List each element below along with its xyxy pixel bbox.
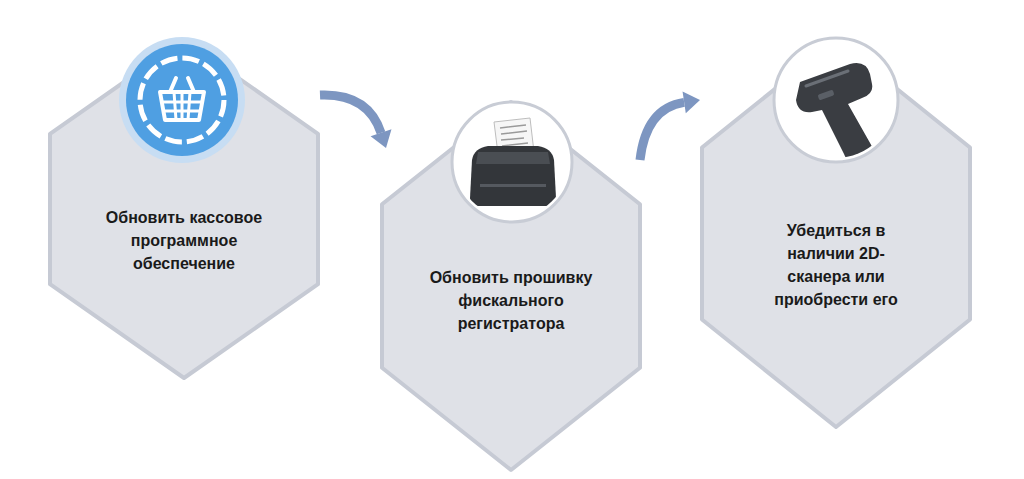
process-hexagon: Обновить прошивку фискального регистрато…	[380, 100, 642, 472]
hexagon-outline	[702, 40, 970, 427]
process-hexagon: Убедиться в наличии 2D-сканера или приоб…	[700, 38, 972, 429]
scanner-button	[817, 89, 834, 100]
step-label: Обновить кассовое программное обеспечени…	[84, 206, 284, 275]
receipt-lines	[500, 125, 528, 146]
arrow-head	[371, 129, 392, 148]
arrow-shaft	[640, 102, 684, 160]
icon-disc	[452, 102, 572, 222]
arrow-shaft	[320, 95, 381, 133]
receipt-paper	[494, 118, 534, 154]
printer-body	[470, 146, 556, 206]
hexagon-outline	[50, 40, 318, 378]
printer-lid	[476, 152, 550, 164]
arrow-head	[683, 91, 700, 113]
icon-ring	[119, 37, 245, 163]
flow-arrow	[320, 95, 391, 148]
cart-icon	[119, 37, 245, 163]
step-label: Обновить прошивку фискального регистрато…	[411, 266, 611, 335]
scanner-highlight	[806, 71, 848, 86]
hexagon-shape	[380, 100, 642, 472]
scanner-icon	[774, 38, 898, 164]
step-label: Убедиться в наличии 2D-сканера или приоб…	[766, 219, 906, 311]
hexagon-outline	[382, 102, 640, 470]
dashed-ring	[140, 58, 224, 142]
flow-arrow	[640, 91, 700, 160]
basket-handle	[170, 78, 194, 92]
icon-disc	[126, 44, 238, 156]
printer-icon	[452, 102, 572, 222]
printer-seam	[480, 184, 546, 187]
scanner-body	[796, 63, 875, 164]
process-hexagon: Обновить кассовое программное обеспечени…	[48, 38, 320, 380]
icon-disc	[774, 38, 898, 162]
basket-grid	[162, 92, 202, 120]
basket-body	[160, 92, 204, 120]
